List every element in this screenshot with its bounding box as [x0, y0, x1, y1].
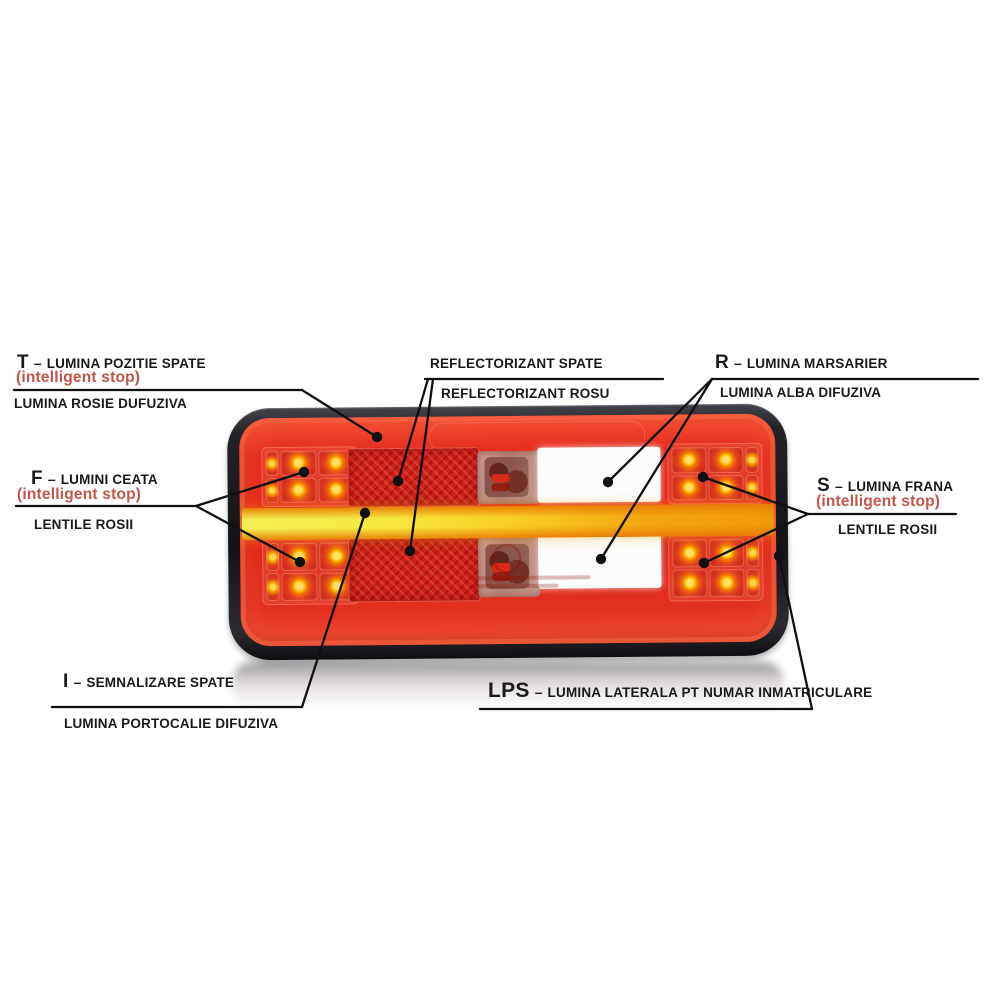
label-dash: – — [47, 471, 56, 487]
label-license-plate: LPS–LUMINA LATERALA PT NUMAR INMATRICULA… — [488, 679, 872, 703]
led — [266, 542, 280, 572]
label-prefix: F — [31, 468, 43, 489]
led — [280, 450, 317, 476]
led — [745, 474, 759, 500]
led — [671, 474, 707, 501]
label-title: LUMINA LATERALA PT NUMAR INMATRICULARE — [547, 685, 873, 700]
bulb-mechanism-top — [477, 450, 540, 505]
embossed-marking — [472, 583, 559, 589]
led — [746, 538, 760, 567]
label-fog: F–LUMINI CEATA — [31, 468, 158, 490]
label-dash: – — [834, 478, 843, 494]
label-brake: S–LUMINA FRANA — [817, 475, 953, 497]
label-brake-note: (intelligent stop) — [816, 493, 941, 510]
led-cluster-bottom-left — [262, 538, 359, 606]
amber-neon-stripe — [241, 503, 775, 541]
led-cluster-top-left — [261, 446, 358, 508]
label-title: LUMINA MARSARIER — [746, 356, 888, 371]
label-fog-sub: LENTILE ROSII — [34, 517, 134, 532]
label-tail-position: T–LUMINA POZITIE SPATE — [17, 352, 206, 374]
label-prefix: R — [715, 352, 730, 373]
label-prefix: S — [817, 475, 830, 496]
label-title: SEMNALIZARE SPATE — [86, 675, 235, 690]
label-prefix: T — [17, 352, 29, 373]
led — [671, 447, 707, 474]
led — [281, 572, 318, 601]
tail-lamp-illustration — [226, 403, 790, 661]
label-dash: – — [734, 355, 742, 371]
led — [745, 446, 759, 473]
label-title: LUMINA POZITIE SPATE — [46, 356, 206, 371]
label-tail-position-sub: LUMINA ROSIE DUFUZIVA — [14, 396, 187, 411]
label-reverse-sub: LUMINA ALBA DIFUZIVA — [720, 385, 882, 400]
lamp-lens — [238, 413, 777, 647]
led-cluster-top-right — [667, 442, 763, 505]
label-title: REFLECTORIZANT SPATE — [430, 356, 603, 371]
label-reverse: R–LUMINA MARSARIER — [715, 352, 888, 374]
led — [265, 451, 279, 477]
led — [266, 572, 280, 602]
label-turn-signal: I–SEMNALIZARE SPATE — [63, 671, 234, 693]
reverse-light-window-top — [537, 446, 661, 503]
led — [708, 446, 744, 473]
led — [672, 539, 708, 568]
label-tail-position-note: (intelligent stop) — [16, 369, 141, 386]
led — [672, 569, 708, 598]
label-prefix: I — [63, 671, 69, 692]
label-dash: – — [33, 355, 42, 371]
reflector-panel-top — [347, 447, 480, 508]
label-title: LUMINI CEATA — [60, 472, 158, 487]
led-cluster-bottom-right — [668, 534, 764, 602]
led — [280, 477, 317, 503]
led — [709, 568, 745, 598]
label-dash: – — [534, 684, 543, 700]
label-prefix: LPS — [488, 679, 530, 702]
label-title: LUMINA FRANA — [847, 479, 954, 494]
led — [709, 538, 745, 568]
label-dash: – — [73, 674, 82, 690]
reverse-light-window-bottom — [538, 531, 662, 589]
label-brake-sub: LENTILE ROSII — [838, 522, 938, 537]
led — [265, 478, 279, 504]
reflector-panel-bottom — [348, 537, 481, 603]
led — [708, 474, 744, 501]
label-reflector: REFLECTORIZANT SPATE — [430, 356, 603, 371]
label-fog-note: (intelligent stop) — [17, 486, 142, 503]
homologation-stamp — [492, 543, 522, 574]
led — [746, 568, 760, 597]
label-reflector-sub: REFLECTORIZANT ROSU — [441, 386, 610, 401]
label-turn-signal-sub: LUMINA PORTOCALIE DIFUZIVA — [64, 716, 279, 731]
led — [281, 542, 317, 571]
